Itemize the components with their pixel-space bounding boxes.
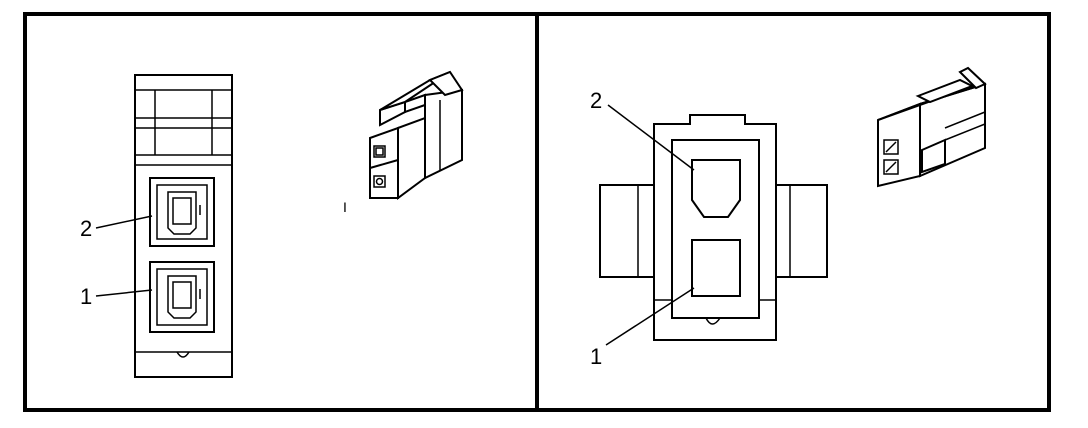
left-callout-2-leader [95, 215, 153, 229]
right-callout-1-leader [605, 287, 695, 346]
left-callout-2-label: 2 [80, 216, 92, 241]
left-callout-1-label: 1 [80, 284, 92, 309]
left-cavity-2 [149, 177, 215, 247]
left-connector-face [134, 74, 233, 378]
right-connector-face [599, 114, 828, 341]
left-cavity-1 [149, 261, 215, 333]
right-panel: 2 1 [590, 66, 987, 369]
left-panel: 2 1 I [80, 70, 464, 378]
right-callout-2-leader [607, 104, 695, 171]
right-callout-2-label: 2 [590, 88, 602, 113]
stray-mark: I [343, 199, 347, 215]
left-connector-thumbnail [369, 70, 464, 200]
left-callout-1-leader [95, 289, 153, 297]
right-cavity-1 [691, 239, 741, 297]
right-connector-thumbnail [877, 66, 987, 188]
right-callout-1-label: 1 [590, 344, 602, 369]
right-cavity-2 [691, 159, 741, 218]
